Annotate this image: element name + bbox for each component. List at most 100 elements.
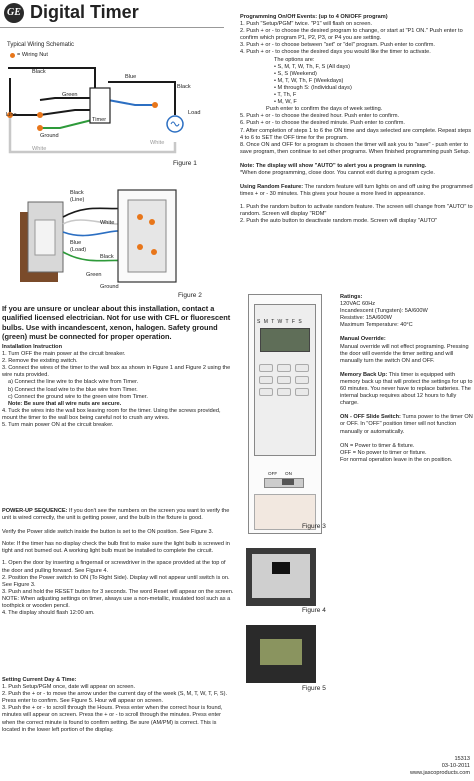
specs-section: Ratings: 120VAC 60Hz Incandescent (Tungs… bbox=[340, 294, 474, 464]
slide-knob[interactable] bbox=[282, 479, 294, 485]
figure-2: Black (Line) White Blue (Load) Black Gre… bbox=[0, 172, 230, 300]
off-label: OFF bbox=[268, 471, 278, 476]
current-day-step: 2. Push the + or - to move the arrow und… bbox=[2, 691, 228, 705]
programming-note-auto: Note: The display will show "AUTO" to al… bbox=[240, 162, 427, 169]
random-text: The random feature will turn lights on a… bbox=[240, 184, 473, 198]
powerup-step: 1. Open the door by inserting a fingerna… bbox=[2, 560, 226, 574]
plus-button[interactable] bbox=[295, 364, 309, 372]
random-step: 1. Push the random button to activate ra… bbox=[240, 204, 473, 218]
display-button[interactable] bbox=[295, 388, 309, 396]
current-day-heading: Setting Current Day & Time: bbox=[2, 677, 77, 683]
option-item: • M through S: (Individual days) bbox=[274, 84, 352, 91]
memory-backup-paragraph: Memory Back Up: This timer is equipped w… bbox=[340, 372, 474, 407]
installation-heading: Installation Instruction bbox=[2, 344, 62, 350]
arrow-icon bbox=[272, 562, 290, 574]
on-label: ON bbox=[285, 471, 292, 476]
label-black: Black bbox=[100, 254, 114, 260]
powerup-step: 2. Position the Power switch to ON (To R… bbox=[2, 574, 230, 588]
install-step: 3. Connect the wires of the timer to the… bbox=[2, 365, 231, 379]
reset-button[interactable] bbox=[259, 388, 273, 396]
figure-5: Figure 5 bbox=[246, 625, 334, 695]
label-white-right: White bbox=[150, 140, 165, 146]
program-step: 1. Push "Setup/PGM" twice. "P1" will fla… bbox=[240, 21, 372, 28]
label-blue-load: Blue (Load) bbox=[70, 240, 87, 253]
day-labels: S M T W T F S bbox=[257, 319, 303, 325]
random-step: 2. Push the auto button to deactivate ra… bbox=[240, 218, 438, 225]
random-button[interactable] bbox=[295, 376, 309, 384]
powerup-step: 4. The display should flash 12:00 am. bbox=[2, 610, 95, 617]
onoff-normal: For normal operation leave in the on pos… bbox=[340, 456, 453, 463]
header-divider bbox=[0, 27, 224, 28]
powerup-section: POWER-UP SEQUENCE: If you don't see the … bbox=[2, 508, 234, 617]
powerup-step: 3. Push and hold the RESET button for 3 … bbox=[2, 588, 234, 610]
install-note: Note: Be sure that all wire nuts are sec… bbox=[8, 400, 122, 407]
option-item: • M, W, F bbox=[274, 99, 297, 106]
program-step: 8. Once ON and OFF for a program is chos… bbox=[240, 141, 471, 155]
schematic-title: Typical Wiring Schematic bbox=[7, 42, 75, 48]
figure-1-caption: Figure 1 bbox=[173, 160, 197, 167]
manual-override-text: Manual override will not effect programi… bbox=[340, 343, 469, 364]
rating-line: Maximum Temperature: 40°C bbox=[340, 322, 413, 329]
manual-override-heading: Manual Override: bbox=[340, 336, 386, 343]
random-heading: Using Random Feature: bbox=[240, 184, 304, 191]
onoff-on: ON = Power to timer & fixture. bbox=[340, 442, 415, 449]
label-black-right: Black bbox=[177, 84, 191, 90]
programming-heading: Programming On/Off Events: (up to 4 ON/O… bbox=[240, 14, 388, 20]
installation-section: Installation Instruction 1. Turn OFF the… bbox=[2, 344, 234, 429]
timer-button[interactable] bbox=[277, 388, 291, 396]
lcd-display bbox=[260, 328, 310, 352]
option-item: • M, T, W, Th, F (Weekdays) bbox=[274, 77, 344, 84]
options-heading: The options are: bbox=[274, 56, 315, 63]
figure-3-caption: Figure 3 bbox=[302, 523, 326, 530]
label-white: White bbox=[100, 220, 115, 226]
onoff-paragraph: ON - OFF Slide Switch: Turns power to th… bbox=[340, 414, 474, 435]
programming-note-door: *When done programming, close door. You … bbox=[240, 169, 435, 176]
lcd-closeup bbox=[260, 639, 302, 665]
minus-button[interactable] bbox=[277, 364, 291, 372]
wiring-nut-icon bbox=[10, 53, 15, 58]
program-step: 7. After completion of steps 1 to 6 the … bbox=[240, 127, 472, 141]
option-item: • T, Th, F bbox=[274, 92, 297, 99]
onoff-off: OFF = No power to timer or fixture. bbox=[340, 449, 427, 456]
rating-line: Resistive: 15A/600W bbox=[340, 315, 392, 322]
label-ground: Ground bbox=[100, 284, 119, 290]
install-substep: c) Connect the ground wire to the green … bbox=[8, 393, 148, 400]
label-white-left: White bbox=[32, 146, 47, 152]
label-black-line: Black (Line) bbox=[70, 190, 85, 203]
onoff-heading: ON - OFF Slide Switch: bbox=[340, 414, 401, 421]
powerup-note: Note: If the timer has no display check … bbox=[2, 541, 230, 555]
option-item: • S, M, T, W, Th, F, S (All days) bbox=[274, 63, 351, 70]
wall-box-illustration bbox=[20, 189, 177, 283]
install-step: 2. Remove the existing switch. bbox=[2, 358, 78, 365]
label-green: Green bbox=[62, 92, 78, 98]
figure-1: Typical Wiring Schematic = Wiring Nut Bl… bbox=[0, 30, 230, 170]
enter-button[interactable] bbox=[259, 376, 273, 384]
figure-2-caption: Figure 2 bbox=[178, 292, 202, 299]
current-day-step: 1. Push Setup/PGM once, date will appear… bbox=[2, 684, 136, 691]
ratings-heading: Ratings: bbox=[340, 294, 363, 300]
setup-button[interactable] bbox=[259, 364, 273, 372]
label-blue: Blue bbox=[125, 74, 137, 80]
onoff-text: Turns power to the timer ON or OFF. In "… bbox=[340, 414, 473, 435]
current-day-step: 3. Push the + or - to scroll through the… bbox=[2, 705, 223, 733]
program-step: 4. Push + or - to choose the desired day… bbox=[240, 49, 431, 56]
label-timer: Timer bbox=[92, 117, 107, 123]
memory-backup-text: This timer is equipped with memory back … bbox=[340, 371, 473, 407]
figure-3: S M T W T F S OFF ON Figure 3 bbox=[242, 294, 330, 538]
install-step: 1. Turn OFF the main power at the circui… bbox=[2, 351, 126, 358]
label-load: Load bbox=[188, 110, 201, 116]
label-ground: Ground bbox=[40, 133, 59, 139]
footer-url[interactable]: www.jascoproducts.com bbox=[410, 770, 470, 777]
rating-line: Incandescent (Tungsten): 5A/600W bbox=[340, 308, 428, 315]
install-substep: a) Connect the line wire to the black wi… bbox=[8, 379, 139, 386]
install-step: 4. Tuck the wires into the wall box leav… bbox=[2, 407, 221, 421]
program-step: 6. Push + or - to choose the desired min… bbox=[240, 120, 405, 127]
figure-4-caption: Figure 4 bbox=[302, 607, 326, 614]
push-enter-note: Push enter to confirm the days of week s… bbox=[266, 106, 383, 113]
programming-section: Programming On/Off Events: (up to 4 ON/O… bbox=[240, 14, 474, 226]
auto-button[interactable] bbox=[277, 376, 291, 384]
install-substep: b) Connect the load wire to the blue wir… bbox=[8, 386, 138, 393]
legend-label: = Wiring Nut bbox=[17, 52, 48, 58]
program-step: 2. Push + or - to choose the desired pro… bbox=[240, 28, 463, 42]
footer: 15313 03-10-2011 www.jascoproducts.com bbox=[410, 756, 470, 777]
